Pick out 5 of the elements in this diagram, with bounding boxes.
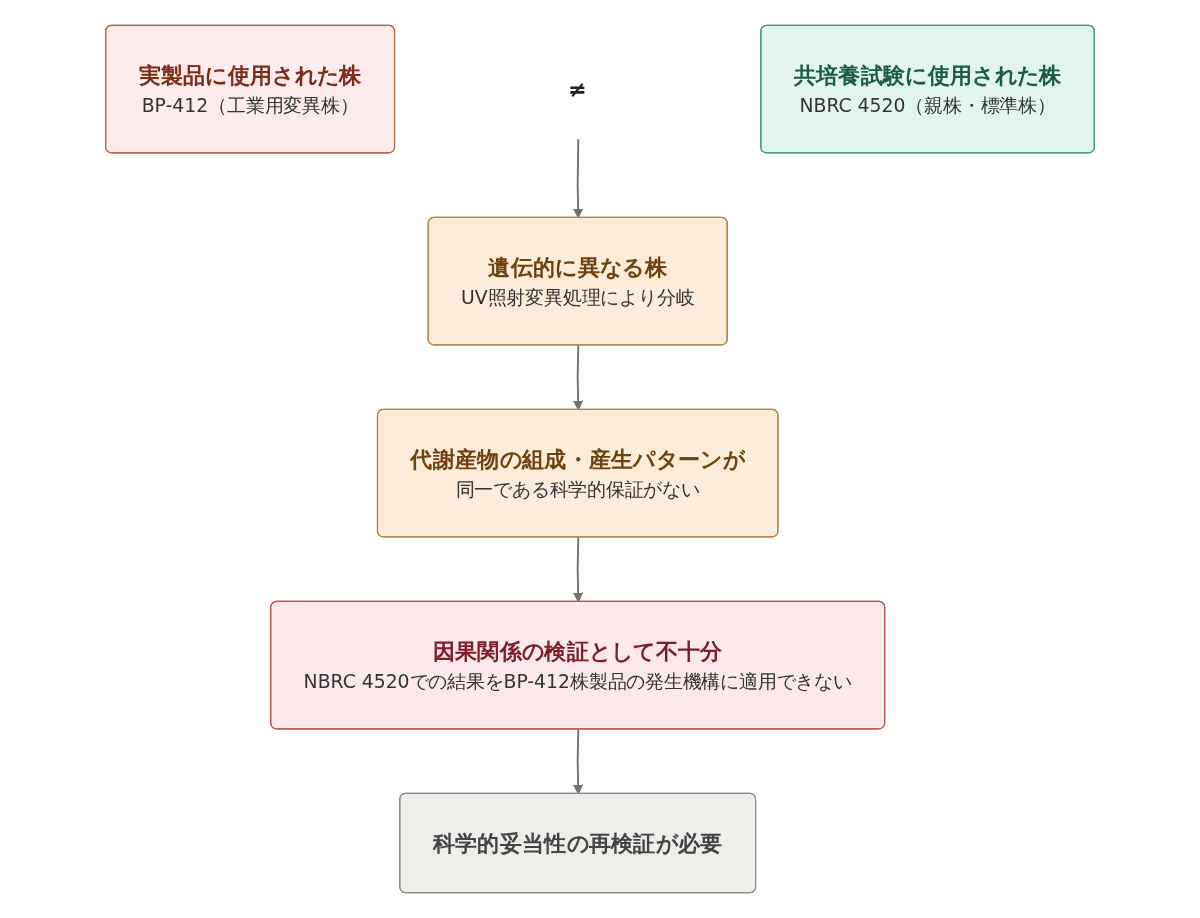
arrow bbox=[572, 344, 584, 411]
arrow bbox=[572, 728, 584, 795]
arrow bbox=[572, 536, 584, 603]
arrow bbox=[572, 138, 584, 219]
node-text: ≠ bbox=[568, 75, 588, 102]
